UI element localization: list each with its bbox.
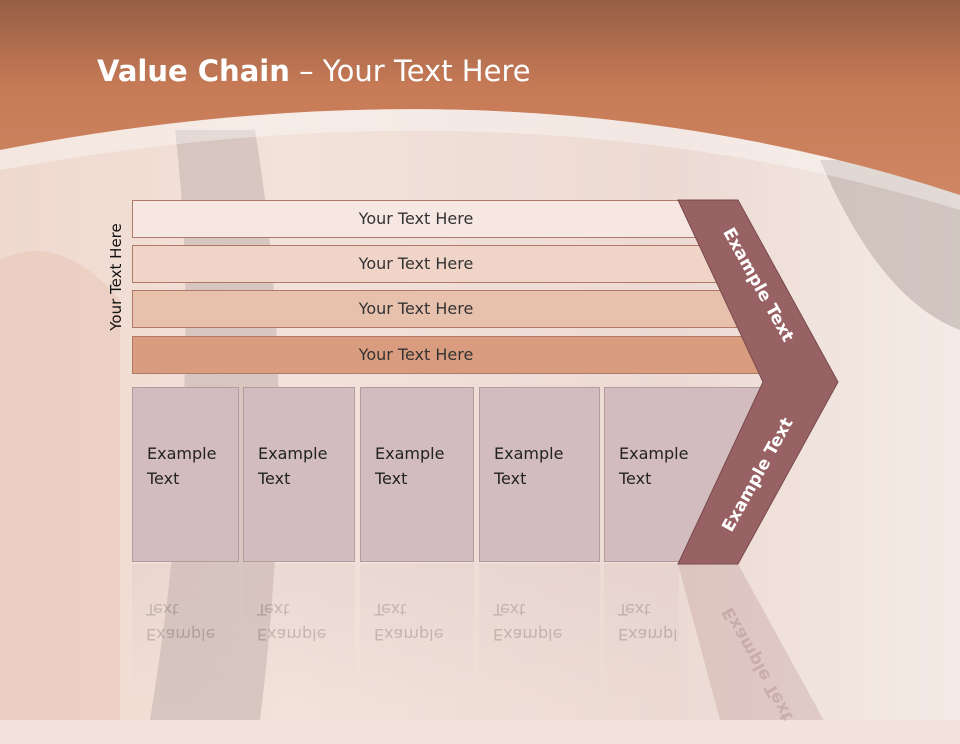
chevron-reflection: [678, 564, 824, 720]
row-label: Your Text Here: [358, 345, 474, 364]
column-1: Example Text: [132, 387, 239, 562]
column-label: Example Text: [258, 444, 328, 488]
row-3: Your Text Here: [132, 290, 751, 328]
column-3: Example Text: [360, 387, 474, 562]
slide-title: Value Chain – Your Text Here: [97, 54, 531, 88]
column-label: Example Text: [375, 444, 445, 488]
row-4: Your Text Here: [132, 336, 775, 374]
column-4: Example Text: [479, 387, 600, 562]
column-label: Example Text: [619, 444, 689, 488]
row-2: Your Text Here: [132, 245, 725, 283]
title-bold: Value Chain: [97, 54, 290, 88]
value-chevron: [677, 199, 839, 720]
row-label: Your Text Here: [358, 209, 474, 228]
title-rest: – Your Text Here: [289, 54, 531, 88]
column-label: Example Text: [147, 444, 217, 488]
row-1: Your Text Here: [132, 200, 703, 238]
chevron-shape: [677, 199, 839, 565]
row-label: Your Text Here: [358, 299, 474, 318]
column-2: Example Text: [243, 387, 355, 562]
column-label: Example Text: [494, 444, 564, 488]
row-label: Your Text Here: [358, 254, 474, 273]
